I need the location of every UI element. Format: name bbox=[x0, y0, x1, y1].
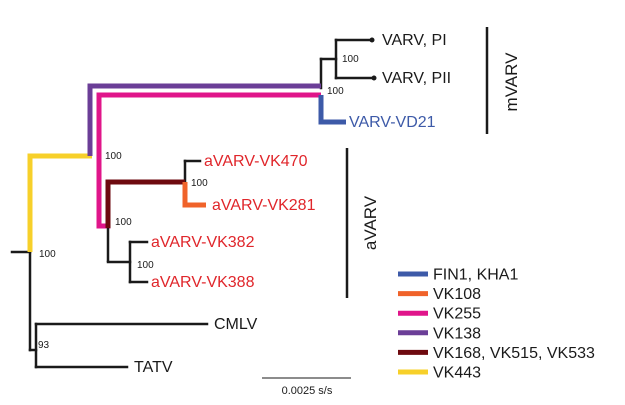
varv-pi-tip-dot bbox=[369, 37, 375, 43]
legend-label: VK443 bbox=[433, 365, 481, 382]
support-vk470-281: 100 bbox=[191, 178, 208, 189]
vk255-branch bbox=[96, 92, 321, 156]
leaf-label-vk382: aVARV-VK382 bbox=[151, 234, 255, 251]
leaf-label-varv-pii: VARV, PII bbox=[382, 70, 451, 87]
scale-bar-label: 0.0025 s/s bbox=[282, 385, 333, 397]
vd21-branch bbox=[318, 95, 346, 125]
support-varv-pi-pii: 100 bbox=[342, 54, 359, 65]
leaf-label-cmlv: CMLV bbox=[214, 316, 258, 333]
legend-label: VK255 bbox=[433, 306, 481, 323]
leaf-label-vk388: aVARV-VK388 bbox=[151, 274, 255, 291]
support-cmlv-tatv: 93 bbox=[38, 340, 50, 351]
clade-label-avarv: aVARV bbox=[361, 195, 380, 250]
tree-branches bbox=[10, 38, 376, 369]
support-root-split: 100 bbox=[39, 249, 56, 260]
legend-label: FIN1, KHA1 bbox=[433, 267, 518, 284]
leaf-label-varv-pi: VARV, PI bbox=[382, 32, 447, 49]
support-vk382-388: 100 bbox=[137, 260, 154, 271]
support-avarv: 100 bbox=[115, 217, 132, 228]
leaf-label-vk281: aVARV-VK281 bbox=[212, 197, 316, 214]
colored-branches bbox=[27, 83, 346, 252]
legend-label: VK168, VK515, VK533 bbox=[433, 345, 595, 362]
leaf-label-varv-vd21: VARV-VD21 bbox=[349, 114, 436, 131]
clade-label-mvarv: mVARV bbox=[502, 52, 521, 112]
legend-label: VK108 bbox=[433, 286, 481, 303]
legend-label: VK138 bbox=[433, 325, 481, 342]
support-varv-avarv: 100 bbox=[105, 151, 122, 162]
vk108-branch bbox=[182, 182, 206, 208]
leaf-label-tatv: TATV bbox=[134, 359, 173, 376]
leaf-label-vk470: aVARV-VK470 bbox=[204, 153, 308, 170]
vk168-branch bbox=[105, 179, 185, 228]
support-mvarv: 100 bbox=[327, 86, 344, 97]
vk443-branch bbox=[27, 153, 92, 252]
varv-pii-tip-dot bbox=[371, 75, 377, 81]
vk138-branch bbox=[87, 83, 321, 156]
